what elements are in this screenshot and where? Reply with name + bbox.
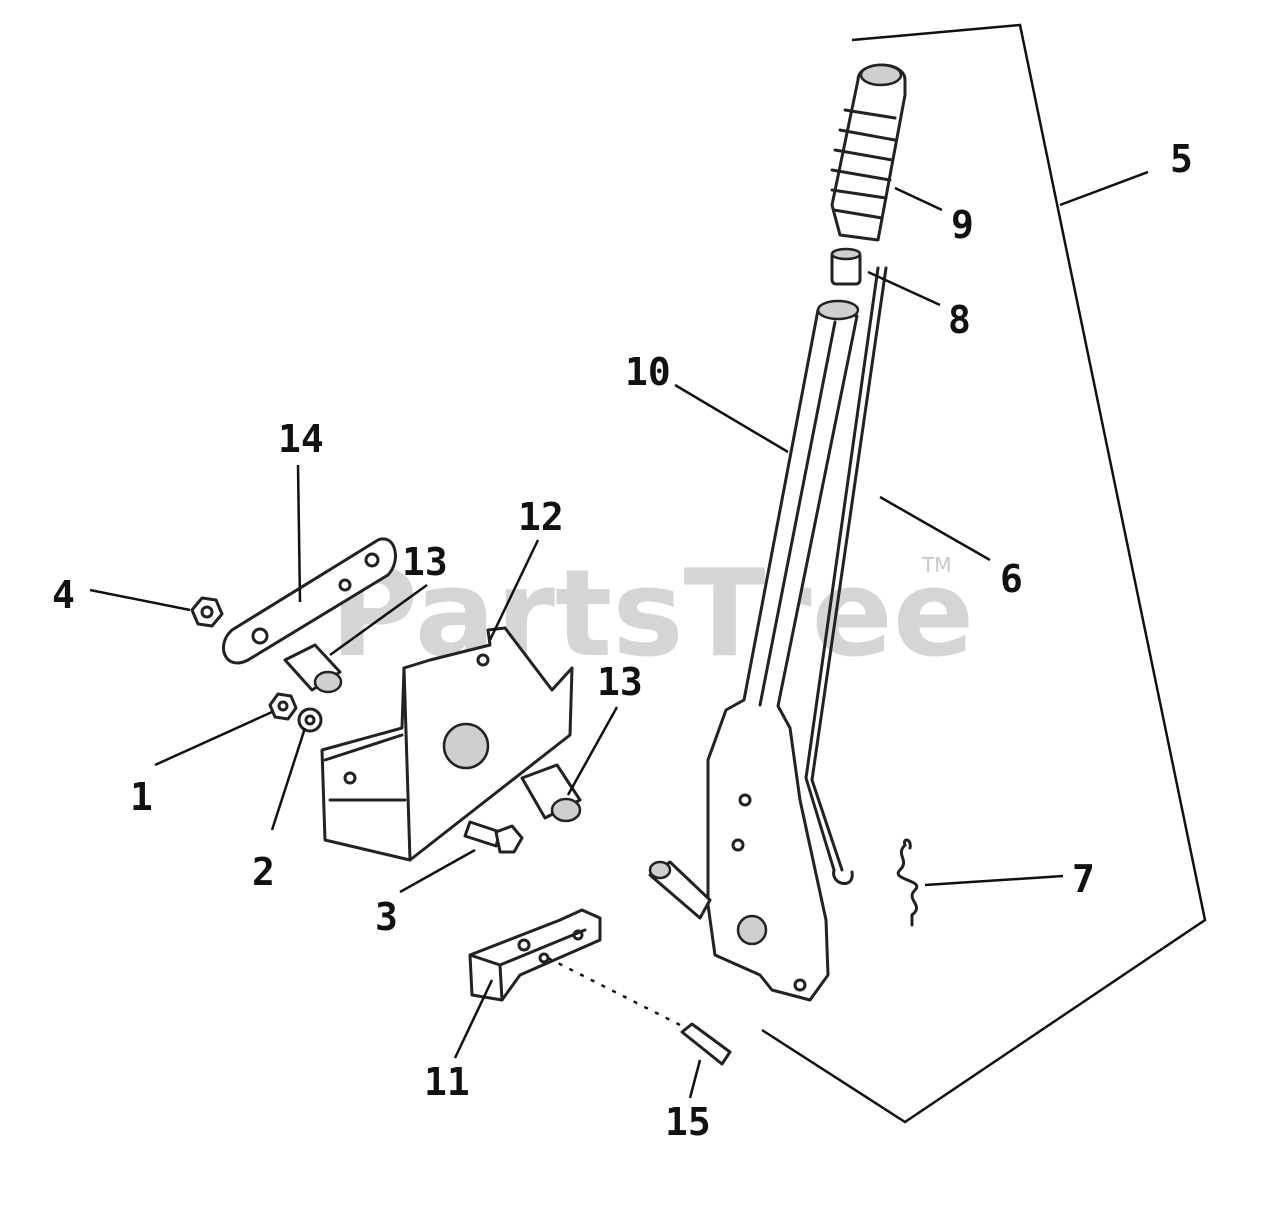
callout-9: 9: [951, 203, 974, 247]
callout-11: 11: [424, 1060, 470, 1104]
callout-7: 7: [1072, 857, 1095, 901]
leader-8: [867, 270, 941, 307]
callout-13b: 13: [597, 660, 643, 704]
pin-15: [547, 956, 732, 1066]
leader-7: [924, 874, 1064, 887]
leader-4: [89, 588, 191, 612]
leader-12: [488, 539, 540, 641]
control-rod: [804, 266, 888, 885]
leader-5: [1059, 170, 1149, 207]
callout-5: 5: [1170, 137, 1193, 181]
bushing-upper: [283, 643, 343, 694]
leader-6: [879, 495, 991, 562]
leader-13b: [566, 706, 619, 796]
bushing-lower: [520, 763, 582, 823]
spring: [896, 838, 919, 927]
callout-8: 8: [948, 298, 971, 342]
link-plate: [221, 537, 397, 665]
callout-15: 15: [665, 1100, 711, 1144]
leader-13a: [329, 583, 428, 657]
nut-4: [190, 596, 224, 628]
callout-13a: 13: [402, 540, 448, 584]
bolt-3: [463, 820, 524, 854]
callout-2: 2: [252, 850, 275, 894]
washer-2: [297, 707, 323, 733]
callout-1: 1: [130, 775, 153, 819]
leader-1: [154, 710, 273, 767]
watermark-trademark: TM: [921, 553, 951, 577]
leader-3: [399, 848, 476, 894]
lever-arm: [706, 299, 860, 1002]
clevis: [468, 908, 602, 1002]
callout-14: 14: [278, 417, 324, 461]
leader-15: [688, 1059, 702, 1099]
leader-2: [270, 727, 307, 831]
callout-6: 6: [1000, 557, 1023, 601]
handle-grip: [830, 63, 907, 242]
leader-14: [296, 464, 302, 603]
mounting-bracket: [320, 626, 574, 862]
nut-1: [268, 692, 298, 721]
callout-4: 4: [52, 573, 75, 617]
leader-10: [674, 383, 789, 454]
callout-12: 12: [518, 495, 564, 539]
leader-9: [894, 186, 943, 212]
sleeve: [830, 247, 862, 286]
callout-3: 3: [375, 895, 398, 939]
callout-10: 10: [625, 350, 671, 394]
assembly-bracket: [761, 23, 1207, 1124]
pivot-pin: [648, 860, 712, 920]
leader-11: [453, 979, 494, 1059]
